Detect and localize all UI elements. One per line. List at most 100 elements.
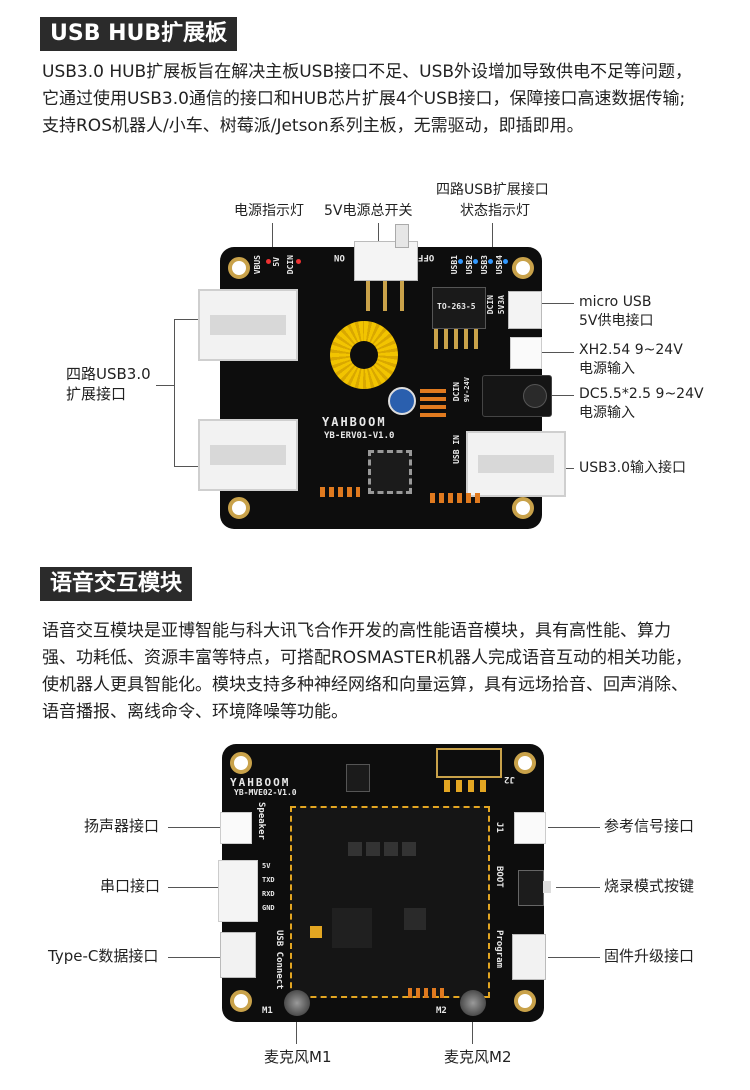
callout-speaker: 扬声器接口 <box>84 817 160 835</box>
silk-usb-connect: USB Connect <box>274 930 284 990</box>
callout-power-led: 电源指示灯 <box>234 203 304 219</box>
typec-port[interactable] <box>220 932 256 978</box>
j2-connector <box>436 748 502 778</box>
mount-hole <box>228 257 250 279</box>
leader-line <box>168 957 220 958</box>
silk-dcin-mid-v: 9V-24V <box>463 377 471 403</box>
power-switch[interactable] <box>354 224 418 281</box>
callout-dc-1: DC5.5*2.5 9~24V <box>579 386 704 402</box>
voice-module-board: YAHBOOM YB-MVE02-V1.0 J2 Speaker 5V TXD … <box>218 744 551 1022</box>
mount-hole <box>512 257 534 279</box>
callout-main-switch: 5V电源总开关 <box>324 203 413 219</box>
section1-title: USB HUB扩展板 <box>40 17 238 51</box>
callout-fw: 固件升级接口 <box>604 947 695 965</box>
silk-vbus: VBUS <box>253 255 262 275</box>
silk-pin-txd: TXD <box>262 876 275 884</box>
callout-serial: 串口接口 <box>100 877 161 895</box>
section2-line: 语音播报、离线命令、环境降噪等功能。 <box>42 702 348 722</box>
silk-dcin-led: DCIN <box>286 255 295 275</box>
leader-line <box>296 1012 297 1044</box>
mount-hole <box>514 752 536 774</box>
dc-jack <box>482 375 552 417</box>
mount-hole <box>228 497 250 519</box>
serial-connector <box>218 860 258 922</box>
leader-line <box>168 887 220 888</box>
power-led <box>266 259 271 264</box>
silk-usb1: USB1 <box>450 255 459 275</box>
xh254-connector <box>510 337 542 369</box>
leader-line <box>272 223 273 261</box>
silk-usb3: USB3 <box>480 255 489 275</box>
silk-pin-gnd: GND <box>262 904 275 912</box>
usb-hub-board: VBUS 5V DCIN ON OFF USB1 USB2 USB3 USB4 … <box>198 224 566 529</box>
section2-line: 语音交互模块是亚博智能与科大讯飞合作开发的高性能语音模块，具有高性能、算力 <box>42 621 671 641</box>
silk-usb2: USB2 <box>465 255 474 275</box>
callout-dc-2: 电源输入 <box>579 405 635 421</box>
leader-line <box>538 303 574 304</box>
silk-speaker: Speaker <box>256 802 266 840</box>
leader-line <box>472 1012 473 1044</box>
smd-parts <box>430 493 480 503</box>
leader-line <box>556 887 600 888</box>
speaker-connector <box>220 812 252 844</box>
leader-line <box>548 395 574 396</box>
mount-hole <box>230 990 252 1012</box>
boot-button[interactable] <box>518 870 551 906</box>
usb4-led <box>503 259 508 264</box>
callout-usb-status-2: 状态指示灯 <box>460 203 530 219</box>
silk-dcin-mid: DCIN <box>452 382 461 402</box>
callout-micro-usb-1: micro USB <box>579 294 652 310</box>
silk-brand: YAHBOOM <box>322 415 387 429</box>
ref-connector <box>514 812 546 844</box>
switch-pin <box>383 281 387 311</box>
mount-hole <box>230 752 252 774</box>
regulator-pins <box>434 329 484 349</box>
silk-j1: J1 <box>494 822 504 833</box>
silk-model: YB-ERV01-V1.0 <box>324 431 395 441</box>
silk-5v: 5V <box>272 257 281 267</box>
callout-usb-ports-2: 扩展接口 <box>66 385 127 403</box>
micro-usb-port[interactable] <box>508 291 542 329</box>
section2-title: 语音交互模块 <box>40 567 193 601</box>
smd-parts <box>320 487 360 497</box>
leader-line <box>174 319 175 466</box>
silk-m1: M1 <box>262 1006 273 1016</box>
section2-line: 使机器人更具智能化。模块支持多种神经网络和向量运算，具有远场拾音、回声消除、 <box>42 675 688 695</box>
callout-ref: 参考信号接口 <box>604 817 695 835</box>
section2-line: 强、功耗低、资源丰富等特点，可搭配ROSMASTER机器人完成语音互动的相关功能… <box>42 648 693 668</box>
silk-on: ON <box>334 252 345 262</box>
callout-xh-1: XH2.54 9~24V <box>579 342 683 358</box>
leader-line <box>548 827 600 828</box>
silk-j2: J2 <box>504 774 515 784</box>
gold-pads <box>444 780 492 792</box>
silk-m2: M2 <box>436 1006 447 1016</box>
leader-line <box>168 827 220 828</box>
callout-m2: 麦克风M2 <box>444 1048 512 1066</box>
smd-parts <box>420 387 446 417</box>
silk-program: Program <box>494 930 504 968</box>
callout-usb-ports-1: 四路USB3.0 <box>66 365 151 383</box>
electrolytic-capacitor <box>388 387 416 415</box>
leader-line <box>540 352 574 353</box>
section1-line: 它通过使用USB3.0通信的接口和HUB芯片扩展4个USB接口，保障接口高速数据… <box>42 89 686 109</box>
callout-usb-status-1: 四路USB扩展接口 <box>436 182 549 198</box>
silk-reg: TO-263-5 <box>437 302 476 311</box>
program-usb-port[interactable] <box>512 934 546 980</box>
silk-usb-in: USB IN <box>452 435 461 464</box>
toroid-inductor <box>330 321 398 389</box>
silk-off: OFF <box>418 252 435 262</box>
regulator-chip: TO-263-5 <box>432 287 486 329</box>
silk-pin-5v: 5V <box>262 862 271 870</box>
switch-pin <box>366 281 370 311</box>
mount-hole <box>512 497 534 519</box>
voice-core-module <box>290 806 490 998</box>
callout-boot: 烧录模式按键 <box>604 877 695 895</box>
leader-line <box>548 957 600 958</box>
usb3-input-port <box>466 431 566 497</box>
small-chip <box>346 764 370 792</box>
mount-hole <box>514 990 536 1012</box>
leader-line <box>378 223 379 245</box>
silk-brand-2: YAHBOOM <box>230 776 291 789</box>
section1-line: USB3.0 HUB扩展板旨在解决主板USB接口不足、USB外设增加导致供电不足… <box>42 62 693 82</box>
microphone-m2 <box>460 990 486 1016</box>
